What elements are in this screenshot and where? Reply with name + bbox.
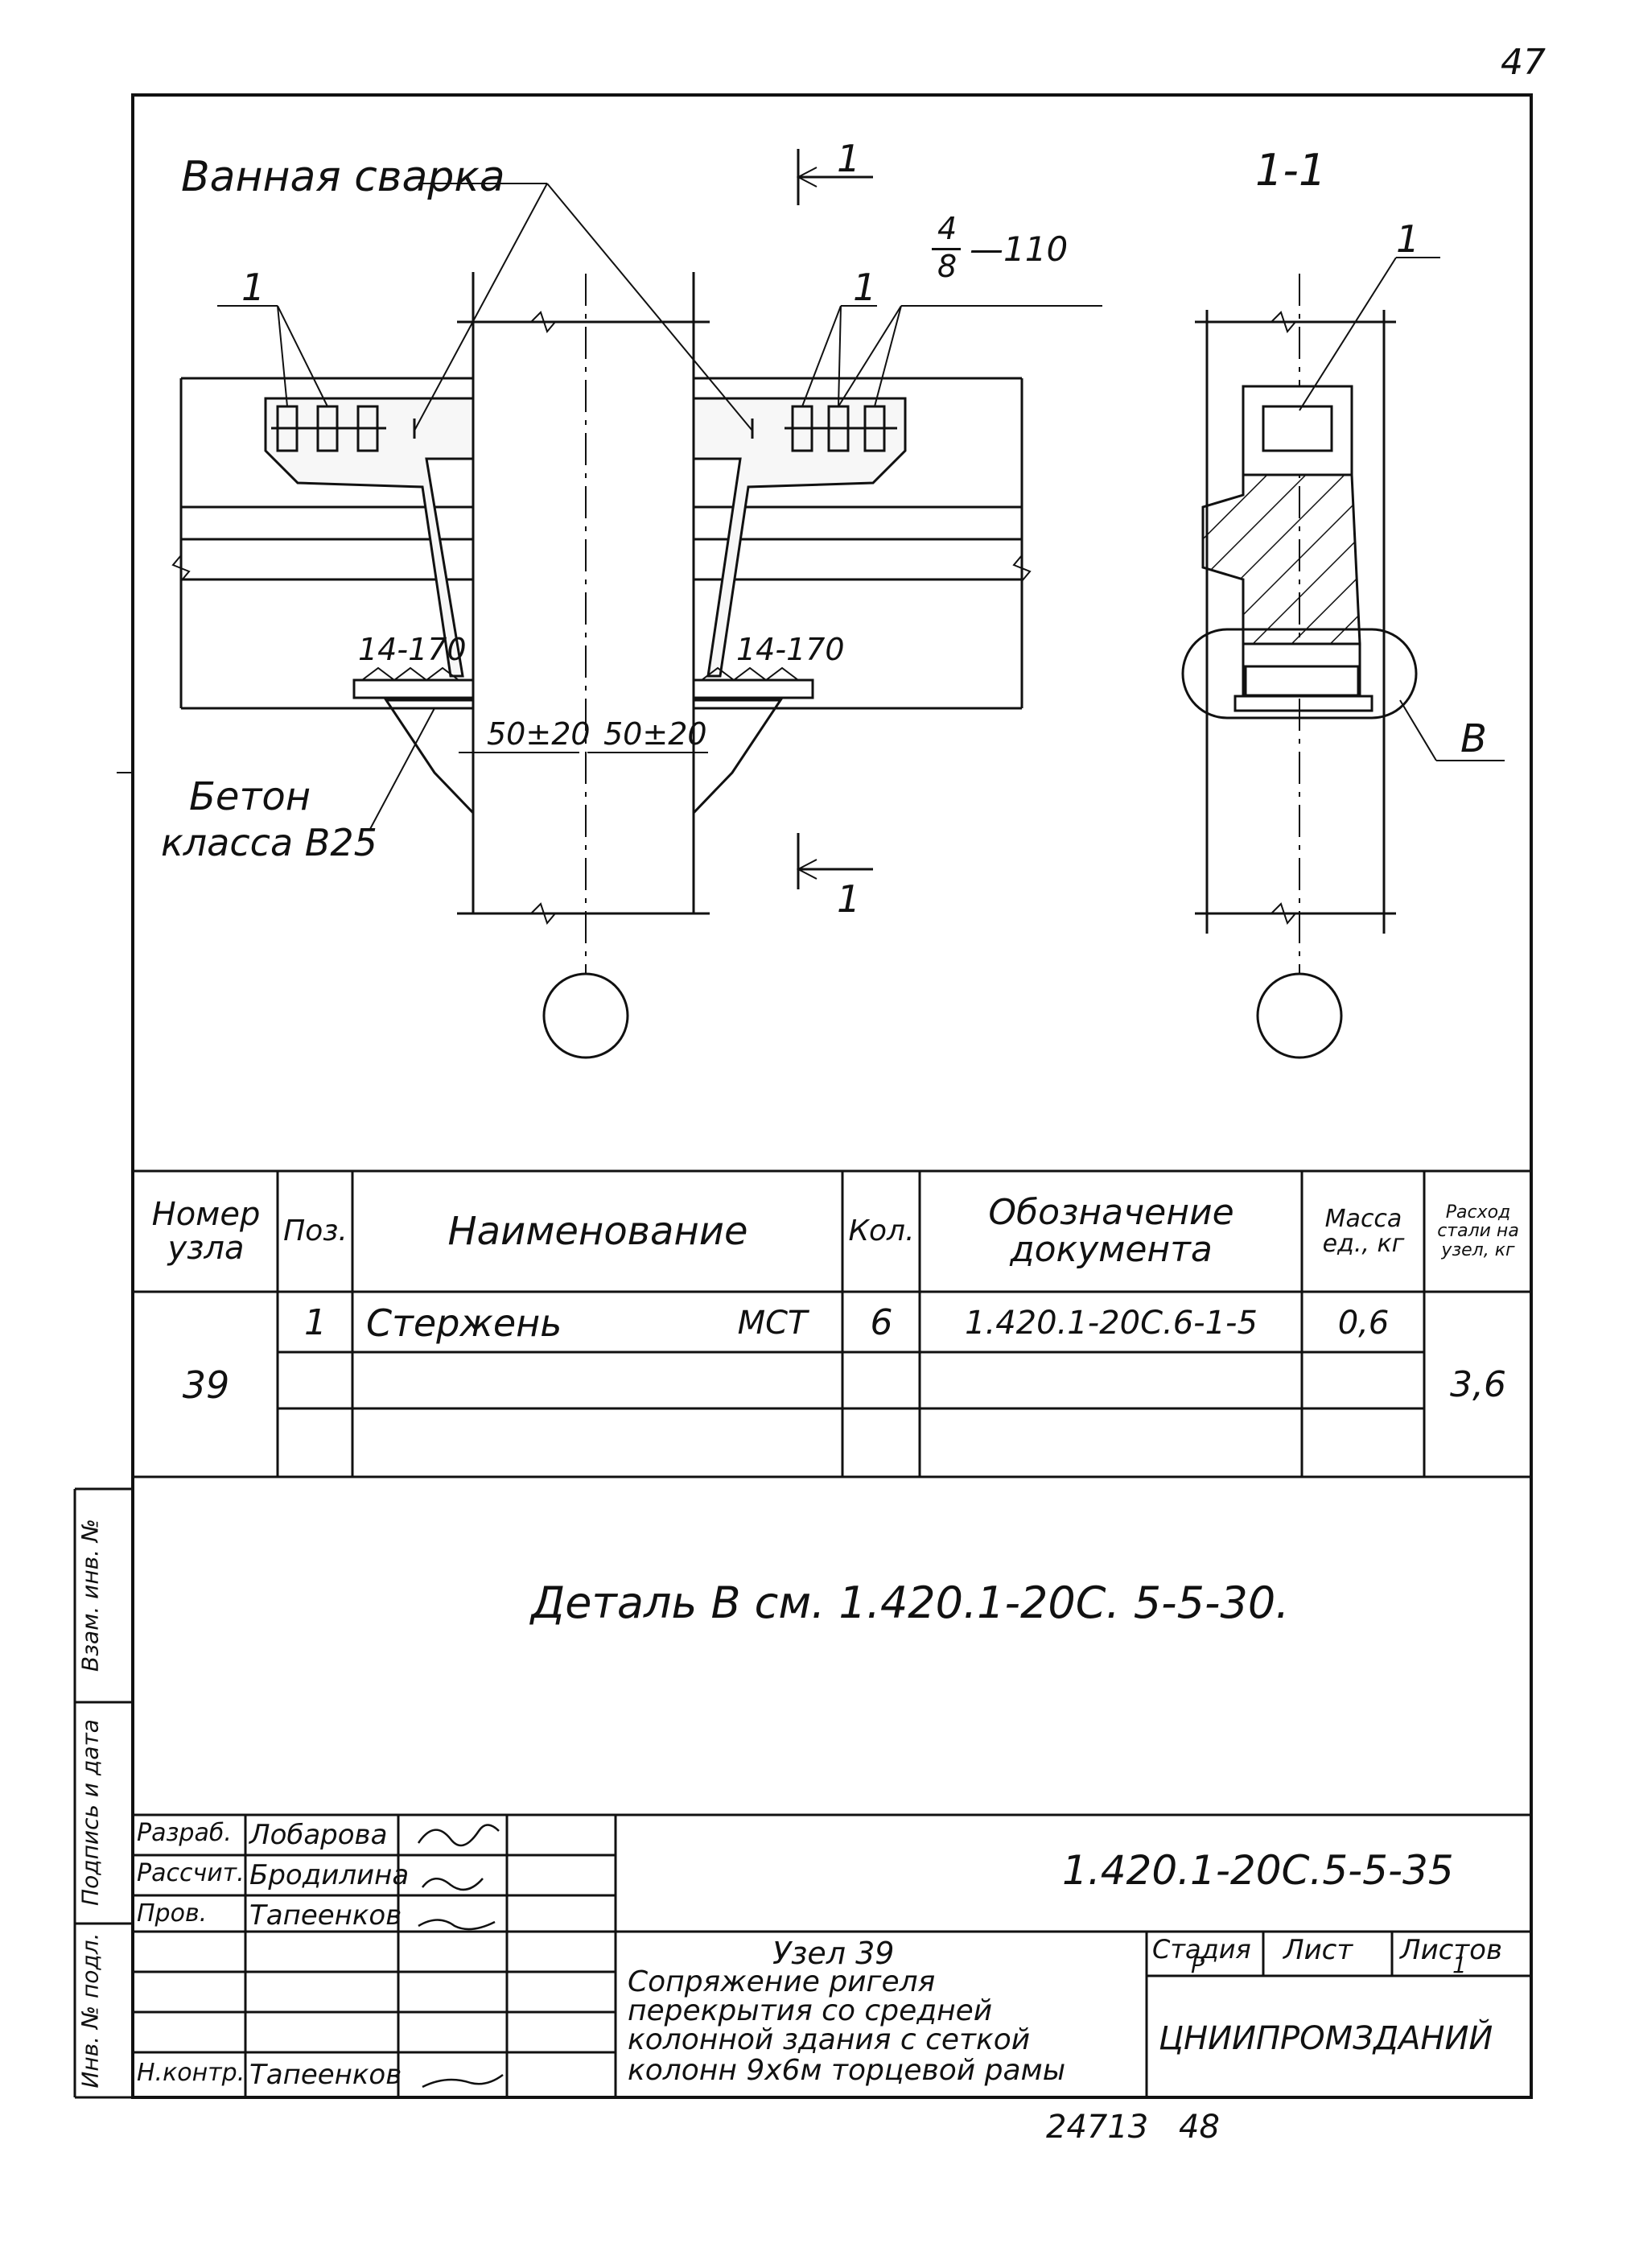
dim-14-170-right: 14-170 — [736, 632, 845, 667]
cell-document: 1.420.1-20С.6-1-5 — [965, 1305, 1258, 1342]
tb-role-1: Рассчит. — [137, 1859, 245, 1887]
dim-50-20-left: 50±20 — [487, 716, 591, 752]
tb-role-6: Н.контр. — [137, 2059, 245, 2087]
cell-unit-mass: 0,6 — [1337, 1305, 1390, 1342]
bottom-page-number: 48 — [1179, 2109, 1220, 2146]
header-qty: Кол. — [848, 1214, 915, 1248]
header-document: Обозначение документа — [988, 1191, 1234, 1270]
position-1-section: 1 — [1396, 217, 1420, 261]
tb-name-0: Лобарова — [249, 1819, 388, 1851]
tb-role-0: Разраб. — [137, 1819, 232, 1847]
header-unit-mass: Масса ед., кг — [1322, 1204, 1405, 1258]
tb-organization: ЦНИИПРОМЗДАНИЙ — [1159, 2020, 1493, 2057]
rebar-numerator: 4 — [937, 211, 958, 246]
tb-name-1: Бродилина — [249, 1859, 410, 1891]
section-1-1 — [1181, 257, 1505, 1059]
side-stamp-grid — [73, 772, 133, 2099]
position-1-right: 1 — [853, 266, 877, 309]
cell-pos: 1 — [304, 1301, 327, 1343]
label-bath-weld: Ванная сварка — [181, 153, 505, 201]
tb-sheets-label: Листов — [1400, 1934, 1503, 1966]
position-1-left: 1 — [241, 266, 266, 309]
cell-name: Стержень — [366, 1301, 562, 1345]
header-pos: Поз. — [283, 1214, 348, 1248]
tb-title-line-0: Узел 39 — [772, 1936, 895, 1971]
header-steel-per-node: Расход стали на узел, кг — [1437, 1202, 1519, 1260]
section-title: 1-1 — [1255, 145, 1327, 196]
tb-sheets-value: 1 — [1452, 1952, 1467, 1978]
side-stamp-vzam-inv: Взам. инв. № — [76, 1518, 104, 1672]
rebar-fraction-bar — [932, 248, 961, 250]
tb-stage-value: Р — [1191, 1952, 1205, 1978]
tb-title-line-1: Сопряжение ригеля — [628, 1965, 936, 1998]
cell-qty: 6 — [870, 1301, 893, 1343]
title-block-grid — [133, 1813, 1531, 2097]
callout-b-label: В — [1460, 716, 1487, 761]
bottom-archive-number: 24713 — [1046, 2109, 1149, 2146]
dim-50-20-right: 50±20 — [603, 716, 707, 752]
sheet-frame — [131, 93, 1533, 2099]
spec-table-grid — [133, 1169, 1531, 1478]
tb-name-2: Тапеенков — [249, 1899, 402, 1932]
tb-stage-label: Стадия — [1152, 1934, 1251, 1965]
tb-title-line-2: перекрытия со средней — [628, 1994, 993, 2027]
tb-doc-code: 1.420.1-20С.5-5-35 — [1062, 1847, 1454, 1894]
detail-note: Деталь В см. 1.420.1-20С. 5-5-30. — [531, 1577, 1290, 1628]
section-mark-top: 1 — [837, 137, 861, 180]
tb-role-2: Пров. — [137, 1899, 208, 1928]
rebar-denominator: 8 — [937, 249, 958, 284]
node-elevation — [171, 149, 1102, 1059]
rebar-spacing: —110 — [970, 229, 1069, 269]
signatures — [417, 1824, 504, 2089]
header-node-number: Номер узла — [151, 1196, 261, 1267]
tb-name-6: Тапеенков — [249, 2059, 402, 2091]
cell-node-number: 39 — [182, 1363, 230, 1407]
tb-title-line-3: колонной здания с сеткой — [628, 2023, 1031, 2056]
concrete-label-line2: класса В25 — [161, 821, 377, 864]
concrete-label-line1: Бетон — [189, 774, 311, 819]
cell-grade: МСТ — [737, 1305, 808, 1342]
dim-14-170-left: 14-170 — [358, 632, 467, 667]
side-stamp-inv-podl: Инв. № подл. — [76, 1932, 104, 2089]
cell-total-steel: 3,6 — [1450, 1363, 1506, 1405]
tb-sheet-label: Лист — [1283, 1934, 1353, 1966]
header-name: Наименование — [447, 1208, 748, 1254]
section-mark-bottom: 1 — [837, 877, 861, 921]
side-stamp-sign-date: Подпись и дата — [76, 1719, 104, 1906]
page-number: 47 — [1501, 42, 1546, 83]
tb-title-line-4: колонн 9х6м торцевой рамы — [628, 2054, 1066, 2087]
